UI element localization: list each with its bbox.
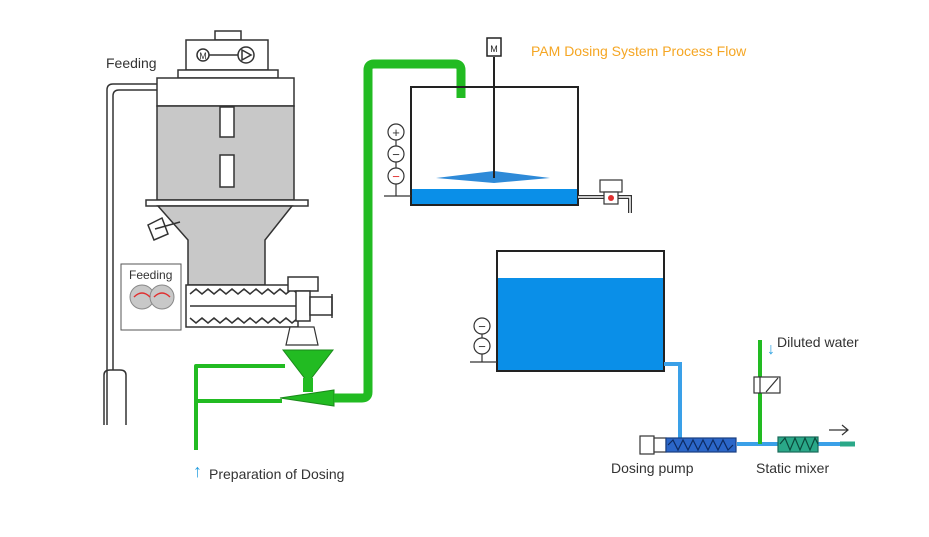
green-piping: [194, 59, 466, 450]
feeding-pipe: [106, 83, 158, 425]
feeding-roller-box: [120, 263, 182, 331]
storage-tank: [496, 250, 665, 372]
sight-glass-upper: [219, 106, 235, 138]
blue-piping: [664, 362, 840, 446]
motor-icon: M: [196, 48, 210, 62]
feeding-pipe-base: [103, 369, 127, 425]
svg-text:M: M: [490, 44, 498, 54]
hopper-flange: [145, 199, 309, 207]
valve-icon: [147, 216, 181, 241]
static-mixer-label: Static mixer: [756, 460, 830, 476]
svg-text:+: +: [392, 125, 400, 140]
diluted-water-label: Diluted water: [777, 334, 859, 350]
hopper-upper-shell: [156, 77, 295, 107]
hopper-lid: [177, 69, 279, 79]
dosing-pump: [639, 435, 737, 455]
dosing-pump-label: Dosing pump: [611, 460, 694, 476]
svg-text:−: −: [392, 147, 400, 162]
down-arrow-icon: ↓: [767, 341, 775, 358]
eductor-funnel: [279, 326, 335, 407]
pump-symbol-icon: [237, 46, 255, 64]
dissolving-tank: M: [410, 37, 579, 206]
feeding-label: Feeding: [106, 55, 157, 71]
hopper-assembly: M: [103, 30, 309, 425]
storage-level-indicators: − −: [470, 317, 497, 363]
feeding-pipe-inner: [112, 89, 158, 370]
up-arrow-icon: ↑: [193, 461, 202, 481]
diagram-title: PAM Dosing System Process Flow: [531, 43, 747, 59]
sight-glass-lower: [219, 154, 235, 188]
svg-text:−: −: [478, 319, 486, 334]
preparation-label: Preparation of Dosing: [209, 466, 345, 482]
level-switch-icon: [486, 37, 502, 57]
feeding-box-label: Feeding: [129, 268, 173, 282]
outlet-valve: [578, 179, 632, 213]
motor-housing-cap: [214, 30, 242, 41]
tank-level-indicators: + − −: [384, 123, 411, 197]
static-mixer: [777, 424, 855, 453]
svg-text:−: −: [392, 169, 400, 184]
svg-text:−: −: [478, 339, 486, 354]
diluted-water-line: [753, 340, 781, 444]
svg-text:M: M: [199, 51, 207, 61]
screw-conveyor: [185, 276, 333, 328]
